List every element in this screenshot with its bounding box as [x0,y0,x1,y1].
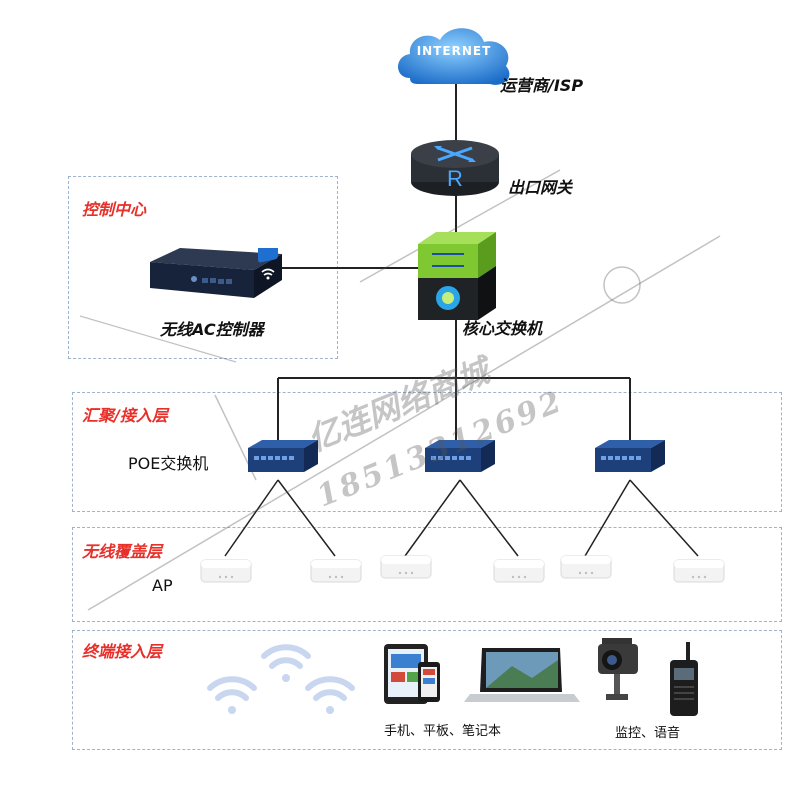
access-point-icon [200,559,252,583]
internet-cloud: INTERNET [392,20,516,92]
poe3-to-ap6 [629,479,699,557]
core-switch [418,232,496,320]
poe-switch-label: POE交换机 [128,454,209,473]
poe1-to-ap2 [277,479,336,557]
wifi-icon [207,644,355,714]
poe2-to-ap4 [459,479,519,557]
monitor-voice-label: 监控、语音 [615,726,681,741]
devices-label: 手机、平板、笔记本 [384,724,502,739]
access-point-2 [310,556,362,584]
ac-controller-label: 无线AC控制器 [160,320,264,339]
access-point-icon [493,559,545,583]
core-switch-icon [418,232,496,320]
aggregation-zone [72,392,782,512]
access-point-5 [560,552,612,580]
gateway-label: 出口网关 [508,178,573,197]
access-point-icon [380,555,432,579]
wireless-zone [72,527,782,622]
access-point-3 [380,552,432,580]
control-center-title: 控制中心 [82,200,147,219]
cloud-icon [398,28,510,85]
poe-switch-1 [248,440,318,476]
poe3-to-ap5 [584,479,631,557]
access-point-1 [200,556,252,584]
wireless-title: 无线覆盖层 [82,542,163,561]
terminal-zone [72,630,782,750]
terminal-title: 终端接入层 [82,642,163,661]
ap-label: AP [152,576,173,595]
access-point-icon [560,555,612,579]
access-point-4 [493,556,545,584]
internet-text: INTERNET [416,44,492,58]
devices-icon [384,644,580,704]
core-switch-label: 核心交换机 [462,319,543,338]
poe-switch-2 [425,440,495,476]
gateway-router: R [410,138,500,198]
poe1-to-ap1 [224,479,279,557]
walkie-talkie-icon [670,642,698,716]
router-icon [411,140,499,196]
access-point-icon [673,559,725,583]
isp-label: 运营商/ISP [500,76,584,95]
poe2-to-ap3 [404,479,461,557]
access-point-6 [673,556,725,584]
ac-controller [150,239,282,308]
aggregation-title: 汇聚/接入层 [82,406,168,425]
poe-switch-icon [595,440,665,472]
router-glyph: R [447,166,463,191]
poe-switch-3 [595,440,665,476]
poe-switch-icon [425,440,495,472]
ac-controller-icon [150,239,282,298]
poe-switch-icon [248,440,318,472]
access-point-icon [310,559,362,583]
camera-icon [598,638,638,700]
